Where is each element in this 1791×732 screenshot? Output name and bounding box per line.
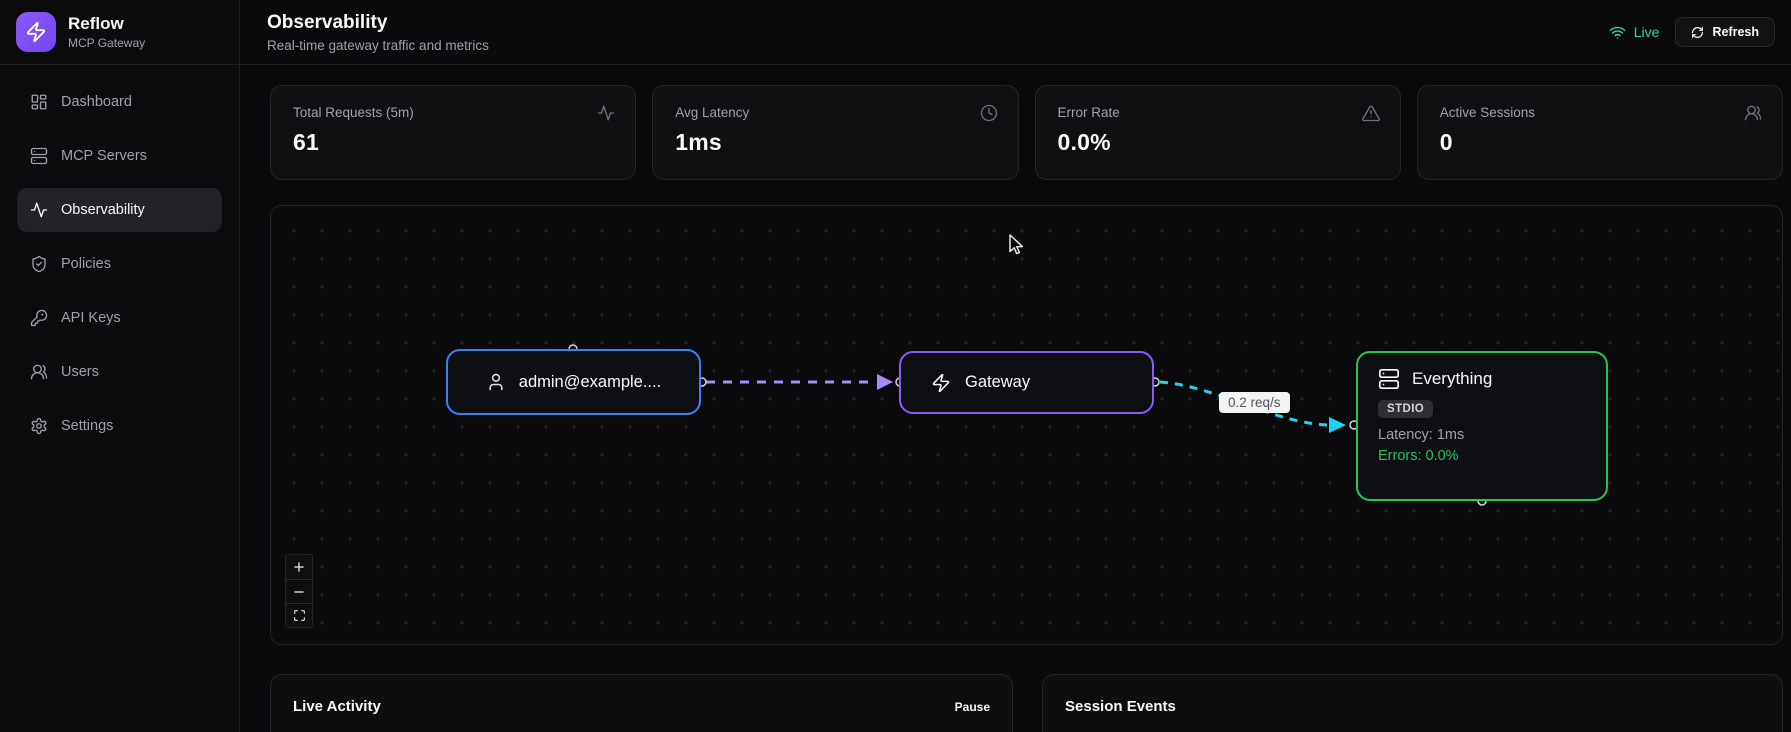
alert-triangle-icon	[1361, 104, 1380, 122]
zoom-out-button[interactable]	[286, 579, 312, 603]
server-latency-text: Latency: 1ms	[1378, 427, 1465, 443]
diagram-controls	[285, 554, 313, 628]
fit-view-icon	[293, 609, 306, 622]
sidebar-item-mcp-servers[interactable]: MCP Servers	[17, 134, 222, 178]
sidebar-item-policies[interactable]: Policies	[17, 242, 222, 286]
sidebar-item-users[interactable]: Users	[17, 350, 222, 394]
sidebar-item-label: MCP Servers	[61, 148, 147, 164]
shield-check-icon	[30, 255, 48, 273]
zap-icon	[25, 21, 47, 43]
page-subtitle: Real-time gateway traffic and metrics	[267, 37, 489, 53]
stat-value: 0.0%	[1057, 129, 1111, 155]
node-server-title-row: Everything	[1378, 368, 1586, 390]
sidebar-item-settings[interactable]: Settings	[17, 404, 222, 448]
node-client-label: admin@example....	[518, 372, 662, 391]
brand-text: Reflow MCP Gateway	[68, 14, 145, 50]
stat-value: 61	[293, 129, 319, 155]
users-icon	[1744, 104, 1762, 122]
topology-canvas[interactable]: admin@example.... Gateway Everything STD…	[270, 205, 1783, 645]
sidebar-item-api-keys[interactable]: API Keys	[17, 296, 222, 340]
node-server-label: Everything	[1412, 369, 1493, 388]
activity-icon	[597, 104, 615, 122]
bottom-panels: Live Activity Pause Session Events	[270, 674, 1783, 732]
stats-row: Total Requests (5m) 61 Avg Latency 1ms E…	[270, 85, 1783, 180]
sidebar-item-dashboard[interactable]: Dashboard	[17, 80, 222, 124]
sidebar: Reflow MCP Gateway Dashboard MCP Servers…	[0, 0, 240, 732]
node-gateway[interactable]: Gateway	[899, 351, 1154, 414]
wifi-icon	[1609, 24, 1626, 41]
brand-name: Reflow	[68, 14, 124, 34]
fit-view-button[interactable]	[286, 603, 312, 627]
page-content: Total Requests (5m) 61 Avg Latency 1ms E…	[240, 65, 1791, 732]
server-errors-text: Errors: 0.0%	[1378, 448, 1459, 464]
sidebar-item-observability[interactable]: Observability	[17, 188, 222, 232]
refresh-label: Refresh	[1712, 25, 1759, 39]
stat-value: 0	[1439, 129, 1453, 155]
stat-card-total-requests: Total Requests (5m) 61	[270, 85, 637, 180]
stat-label: Total Requests (5m)	[293, 105, 414, 120]
live-activity-title: Live Activity	[293, 698, 381, 715]
sidebar-nav: Dashboard MCP Servers Observability Poli…	[0, 65, 239, 463]
node-gateway-label: Gateway	[965, 373, 1031, 391]
node-server-everything[interactable]: Everything STDIO Latency: 1ms Errors: 0.…	[1356, 351, 1608, 501]
sidebar-item-label: Policies	[61, 256, 111, 272]
key-icon	[30, 309, 48, 327]
page-header-text: Observability Real-time gateway traffic …	[267, 12, 489, 53]
arrowhead-icon	[877, 374, 893, 390]
stat-label: Avg Latency	[675, 105, 750, 120]
page-header: Observability Real-time gateway traffic …	[240, 0, 1791, 65]
live-activity-header: Live Activity Pause	[293, 698, 990, 715]
node-client[interactable]: admin@example....	[446, 349, 701, 415]
session-events-panel: Session Events	[1042, 674, 1783, 732]
sidebar-item-label: Users	[61, 364, 99, 380]
refresh-button[interactable]: Refresh	[1675, 17, 1775, 47]
sidebar-item-label: Dashboard	[61, 94, 132, 110]
page-title: Observability	[267, 11, 388, 33]
stat-card-active-sessions: Active Sessions 0	[1416, 85, 1783, 180]
zoom-in-button[interactable]	[286, 555, 312, 579]
edge-rate-label: 0.2 req/s	[1219, 392, 1290, 413]
sidebar-item-label: Observability	[61, 202, 145, 218]
live-activity-panel: Live Activity Pause	[270, 674, 1013, 732]
stat-card-avg-latency: Avg Latency 1ms	[652, 85, 1019, 180]
session-events-title: Session Events	[1065, 698, 1176, 715]
users-icon	[30, 363, 48, 381]
server-icon	[30, 147, 48, 165]
gear-icon	[30, 417, 48, 435]
plus-icon	[292, 560, 306, 574]
brand-header: Reflow MCP Gateway	[0, 0, 239, 65]
pause-button[interactable]: Pause	[954, 699, 990, 714]
activity-icon	[30, 201, 48, 219]
minus-icon	[292, 585, 306, 599]
mouse-cursor-icon	[1006, 234, 1028, 258]
sidebar-item-label: Settings	[61, 418, 114, 434]
arrowhead-icon	[1329, 417, 1346, 433]
main-area: Observability Real-time gateway traffic …	[240, 0, 1791, 732]
stat-label: Active Sessions	[1439, 105, 1536, 120]
server-icon	[1378, 368, 1400, 390]
session-events-header: Session Events	[1065, 698, 1760, 715]
brand-subtitle: MCP Gateway	[68, 35, 146, 50]
stat-card-error-rate: Error Rate 0.0%	[1034, 85, 1401, 180]
sidebar-item-label: API Keys	[61, 310, 121, 326]
user-icon	[486, 372, 506, 392]
zap-icon	[931, 373, 951, 393]
transport-badge: STDIO	[1378, 400, 1434, 418]
stat-value: 1ms	[675, 129, 722, 155]
page-header-actions: Live Refresh	[1609, 17, 1775, 47]
stat-label: Error Rate	[1057, 105, 1120, 120]
brand-logo	[16, 12, 56, 52]
live-label: Live	[1633, 24, 1660, 40]
dashboard-icon	[30, 93, 48, 111]
refresh-icon	[1691, 26, 1704, 39]
clock-icon	[980, 104, 998, 122]
live-status: Live	[1609, 24, 1660, 41]
